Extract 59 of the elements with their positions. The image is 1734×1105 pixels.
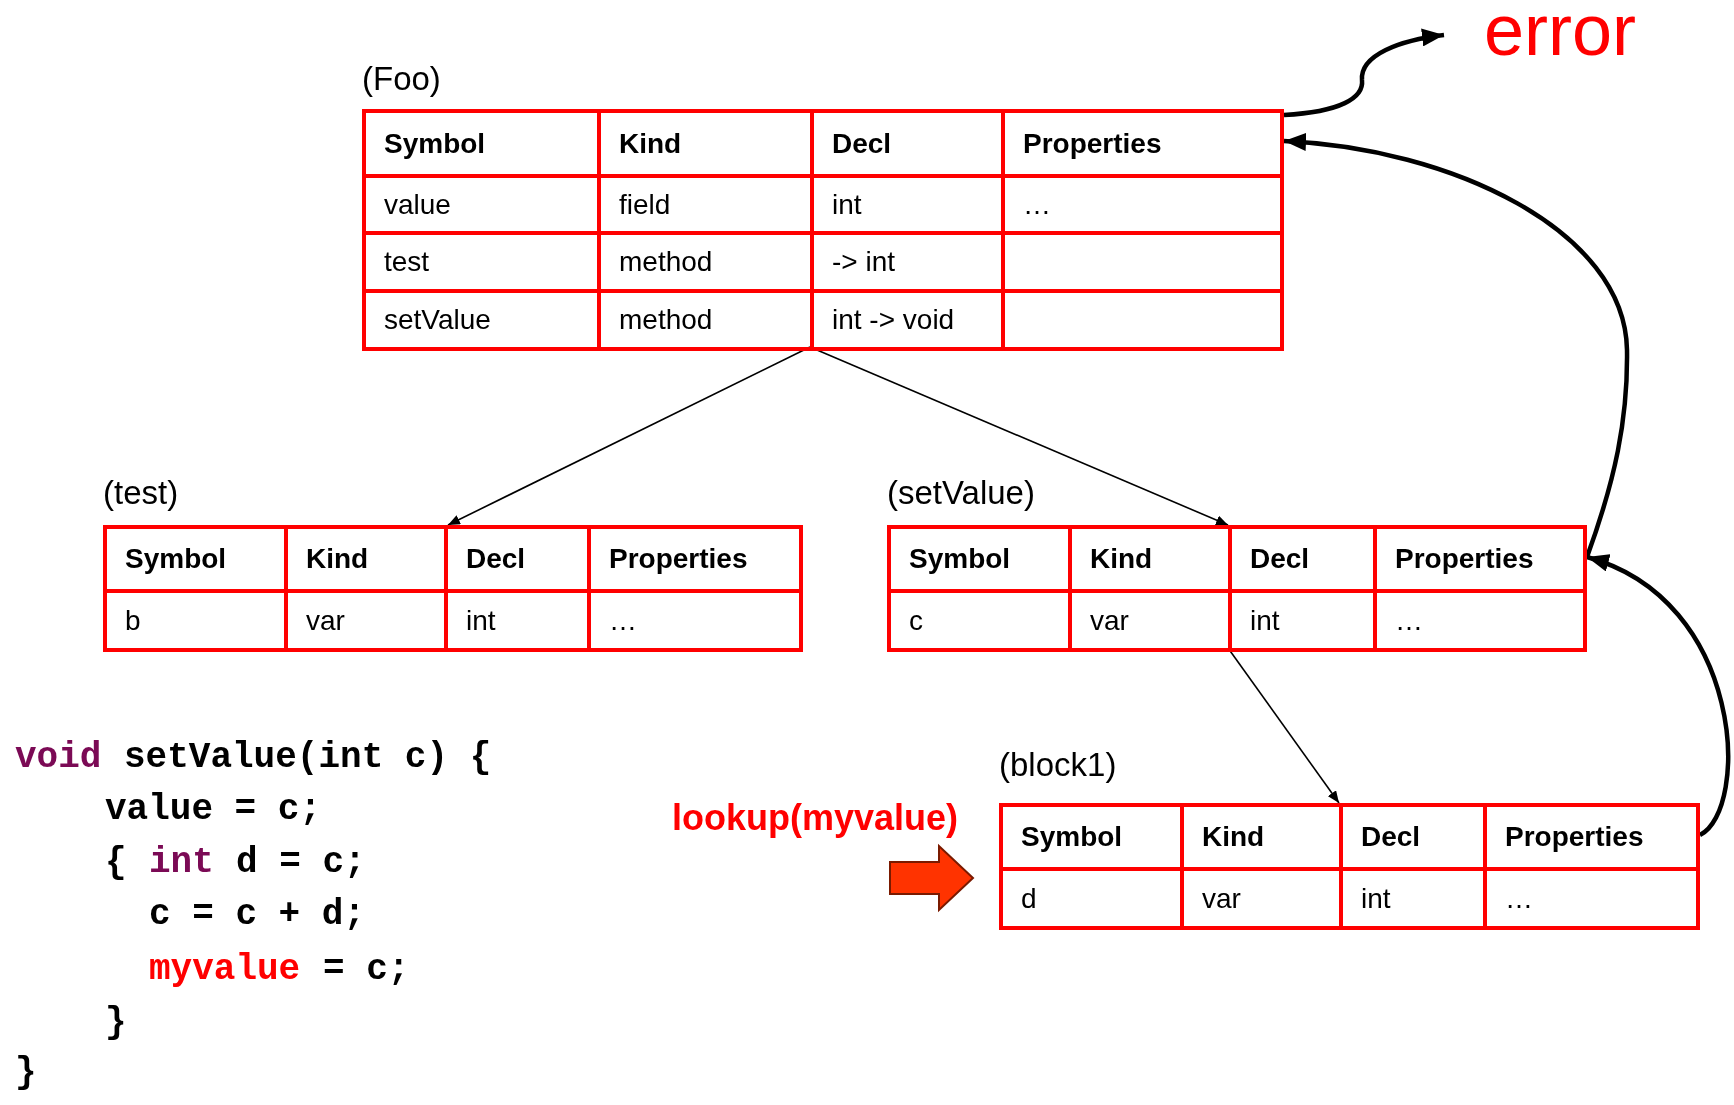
- code-text: d = c;: [236, 845, 366, 881]
- table-cell: int -> void: [812, 291, 1003, 349]
- arrow: [1586, 554, 1731, 837]
- table-heading: (setValue): [887, 474, 1035, 512]
- column-header: Properties: [589, 527, 801, 591]
- column-header: Decl: [812, 111, 1003, 176]
- table-cell: int: [812, 176, 1003, 233]
- column-header: Decl: [1341, 805, 1485, 869]
- code-text: {: [105, 845, 127, 881]
- table-cell: b: [105, 591, 286, 650]
- keyword: void: [15, 740, 102, 776]
- column-header: Kind: [286, 527, 446, 591]
- table-cell: c: [889, 591, 1070, 650]
- column-header: Symbol: [1001, 805, 1182, 869]
- code-text: }: [15, 1055, 37, 1091]
- code-text: c = c + d;: [149, 897, 366, 933]
- column-header: Symbol: [364, 111, 599, 176]
- table-cell: test: [364, 233, 599, 291]
- column-header: Kind: [1070, 527, 1230, 591]
- table-heading: (block1): [999, 746, 1117, 784]
- table-cell: setValue: [364, 291, 599, 349]
- table-cell: value: [364, 176, 599, 233]
- column-header: Properties: [1375, 527, 1585, 591]
- column-header: Symbol: [889, 527, 1070, 591]
- arrow: [447, 346, 811, 526]
- code-text: = c;: [323, 952, 410, 988]
- table-cell: d: [1001, 869, 1182, 928]
- table-cell: …: [1375, 591, 1585, 650]
- table-cell: int: [1230, 591, 1375, 650]
- code-text: value = c;: [105, 792, 322, 828]
- column-header: Properties: [1485, 805, 1698, 869]
- table-cell: -> int: [812, 233, 1003, 291]
- table-cell: field: [599, 176, 812, 233]
- code-text: }: [105, 1005, 127, 1041]
- table-cell: var: [1182, 869, 1341, 928]
- keyword: int: [149, 845, 214, 881]
- table-heading: (Foo): [362, 60, 441, 98]
- column-header: Decl: [1230, 527, 1375, 591]
- arrow: [1283, 133, 1630, 558]
- column-header: Kind: [599, 111, 812, 176]
- table-cell: int: [446, 591, 589, 650]
- column-header: Decl: [446, 527, 589, 591]
- table-cell: …: [1003, 176, 1282, 233]
- table-cell: int: [1341, 869, 1485, 928]
- column-header: Symbol: [105, 527, 286, 591]
- table-cell: var: [1070, 591, 1230, 650]
- table-cell: var: [286, 591, 446, 650]
- column-header: Properties: [1003, 111, 1282, 176]
- arrow: [1283, 29, 1445, 118]
- table-cell: …: [589, 591, 801, 650]
- column-header: Kind: [1182, 805, 1341, 869]
- table-cell: …: [1485, 869, 1698, 928]
- table-cell: method: [599, 291, 812, 349]
- error-text: error: [1484, 0, 1636, 66]
- table-heading: (test): [103, 474, 179, 512]
- highlighted-identifier: myvalue: [149, 952, 301, 988]
- table-cell: method: [599, 233, 812, 291]
- block-arrow: [889, 843, 975, 913]
- code-text: setValue(int c) {: [124, 740, 492, 776]
